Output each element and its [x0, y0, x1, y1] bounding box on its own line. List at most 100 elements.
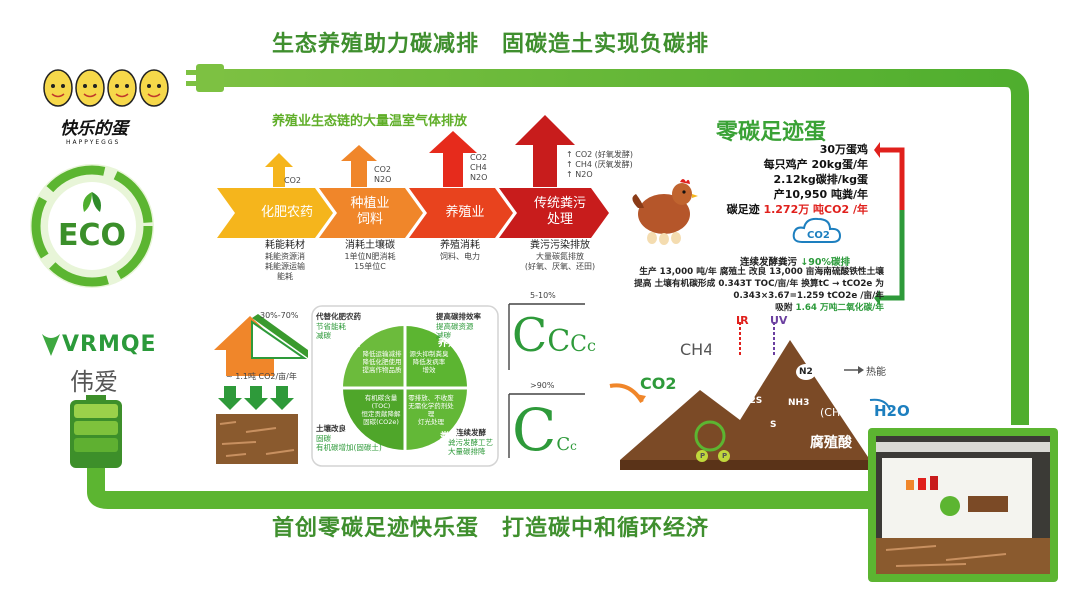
c-group-bottom: CCc: [512, 396, 577, 464]
zero-footprint: 碳足迹 1.272万 吨CO2 /年: [700, 202, 868, 217]
stage-2-gases: CO2 N2O: [374, 165, 392, 184]
house-sequestration-icon: [214, 314, 308, 376]
quad-3-head: 土壤改良: [316, 424, 346, 433]
vrmqe-cn: 伟爱: [70, 368, 118, 396]
quad-1-head: 代替化肥农药: [316, 312, 361, 321]
chevron-2: [319, 188, 423, 238]
c-bottom-2: C: [556, 434, 571, 455]
quad-3-name: 土壤: [340, 432, 360, 443]
absorb-value: 1.64 万吨二氧化碳/年: [795, 303, 884, 313]
chevron-1: [217, 188, 333, 238]
quad-4-name: 粪污: [440, 432, 460, 443]
hen-icon: [632, 179, 698, 245]
co2-cloud-icon: CO2: [792, 217, 842, 243]
chain-graphic: [217, 115, 609, 238]
zero-line-4: 产10,950 吨粪/年: [773, 188, 868, 201]
c-top-3: C: [570, 332, 588, 357]
stage-3-desc: 养殖消耗: [440, 240, 480, 251]
zero-line-3: 2.12kg碳排/kg蛋: [773, 173, 868, 186]
cycle-wheel-graphic: [311, 305, 499, 467]
heat-label: 热能: [866, 367, 886, 378]
zero-line-1: 30万蛋鸡: [819, 143, 868, 156]
ch4-label: CH4: [680, 340, 714, 359]
eggs-icon: [43, 69, 169, 107]
stage-3-label: 养殖业: [445, 205, 485, 220]
site-photo-frame: [868, 428, 1058, 582]
h2s-label: H2S: [742, 396, 763, 406]
chevron-3: [409, 188, 513, 238]
soil-arrows: [216, 386, 298, 464]
happy-eggs-logo: 快乐的蛋 HAPPYEGGS: [40, 64, 170, 146]
footprint-label: 碳足迹: [726, 203, 760, 216]
quad-4-inner: 零排放、不收废 无需化学药剂处理 灯光处理: [408, 394, 454, 426]
co2-label: CO2: [640, 374, 677, 393]
logo-text: 快乐的蛋: [60, 119, 128, 139]
c-bottom-1: C: [512, 396, 557, 464]
stage-4-desc: 粪污污染排放: [530, 240, 590, 251]
quad-3-inner: 有机碳含量 (TOC) 恒定贡献降解 固碳(CO2e): [361, 394, 401, 426]
stage-3-gases: CO2 CH4 N2O: [470, 153, 488, 182]
stage-2-desc: 消耗土壤碳: [345, 240, 395, 251]
carbon-brackets: [508, 303, 585, 458]
top-pct: 5-10%: [530, 291, 556, 300]
c-top-2: C: [547, 324, 571, 359]
quad-1-sub: 节省能耗 减碳: [316, 322, 346, 340]
chain-title: 养殖业生态链的大量温室气体排放: [272, 114, 468, 129]
vrmqe-text: VRMQE: [62, 332, 157, 357]
up-arrow-1: [265, 153, 293, 187]
stage-3-desc-block: 养殖消耗 饲料、电力: [420, 240, 500, 262]
quad-4-sub: 粪污发酵工艺 大量碳排降: [448, 438, 493, 456]
quad-2-head: 提高碳排效率: [436, 312, 481, 321]
logo-sub: HAPPYEGGS: [66, 139, 121, 146]
battery-icon: [70, 395, 122, 468]
quad-3-sub: 固碳 有机碳增加(固碳土): [316, 434, 382, 452]
stage-3-sub: 饲料、电力: [440, 252, 480, 261]
stage-1-label: 化肥农药: [260, 205, 313, 220]
stage-1-desc: 耗能耗材: [265, 240, 305, 251]
c-top-4: c: [587, 336, 596, 355]
produce-line-1: 生产 13,000 吨/年 腐殖土 改良 13,000 亩海南硫酸铁性土壤: [639, 267, 884, 277]
nh3-label: NH3: [788, 398, 810, 408]
quad-1-name: 种植: [340, 338, 360, 349]
ferment-value: ↓90%碳排: [800, 257, 851, 268]
site-photo: [876, 436, 1050, 574]
stage-1-desc-block: 耗能耗材 耗能资源消 耗能源运输 能耗: [240, 240, 330, 282]
produce-line-3: 0.343×3.67=1.259 tCO2e /亩/年: [733, 291, 884, 301]
ch2o-label: (CH2O): [820, 406, 861, 419]
stage-4-desc-block: 粪污污染排放 大量碳氮排放 (好氧、厌氧、还田): [510, 240, 610, 272]
bottom-pct: >90%: [530, 381, 555, 390]
cycle-wheel: 代替化肥农药 节省能耗 减碳 提高碳排效率 提高碳资源 减碳 土壤改良 固碳 有…: [310, 300, 500, 472]
footer-title: 首创零碳足迹快乐蛋 打造碳中和循环经济: [272, 516, 710, 541]
up-arrow-4: [515, 115, 575, 187]
cable-top: [208, 69, 1029, 425]
humic-label: 腐殖酸: [810, 435, 852, 451]
header-title: 生态养殖助力碳减排 固碳造土实现负碳排: [272, 32, 710, 57]
p-label-2: P: [722, 452, 728, 460]
quad-1-inner: 降低运输减排 降低化肥使用 提高作物品质: [362, 350, 402, 374]
c-bottom-3: c: [570, 439, 577, 453]
quad-2-name: 养殖: [438, 338, 458, 349]
stage-1-gases: CO2: [284, 176, 301, 185]
quad-4-head: 连续发酵: [456, 428, 486, 437]
produce-block: 生产 13,000 吨/年 腐殖土 改良 13,000 亩海南硫酸铁性土壤 提高…: [612, 266, 884, 314]
uv-label: UV: [770, 314, 788, 327]
stage-4-gases: ↑ CO2 (好氧发酵) ↑ CH4 (厌氧发酵) ↑ N2O: [566, 150, 634, 179]
cable-bottom: [87, 468, 880, 509]
zero-line-2: 每只鸡产 20kg蛋/年: [763, 158, 868, 171]
stage-4-sub: 大量碳氮排放 (好氧、厌氧、还田): [524, 252, 596, 271]
zero-title: 零碳足迹蛋: [716, 120, 827, 145]
up-arrow-3: [429, 131, 477, 187]
cycle-arrows: [874, 142, 905, 306]
stage-2-sub: 1单位N肥消耗 15单位C: [344, 252, 396, 271]
stage-4-label: 传统粪污 处理: [533, 196, 586, 227]
c-group-top: CCCc: [512, 308, 596, 362]
absorb-prefix: 吸附: [775, 303, 793, 313]
pct-label: 30%-70%: [260, 311, 299, 320]
chevron-4: [499, 188, 609, 238]
n2-label: N2: [796, 364, 816, 380]
produce-line-2: 提高 土壤有机碳形成 0.343T TOC/亩/年 换算tC → tCO2e 为: [634, 279, 884, 289]
stage-1-sub: 耗能资源消 耗能源运输 能耗: [265, 252, 305, 281]
zero-stats: 30万蛋鸡 每只鸡产 20kg蛋/年 2.12kg碳排/kg蛋 产10,950 …: [700, 142, 868, 217]
eco-text: ECO: [57, 218, 126, 253]
ir-label: IR: [736, 314, 749, 327]
